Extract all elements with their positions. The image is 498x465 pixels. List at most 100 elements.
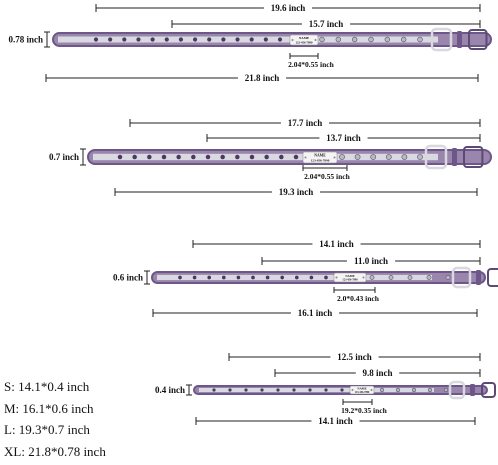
collar-m-top-length: 14.1 inch	[192, 237, 481, 250]
collar-xl-hole	[263, 37, 268, 42]
collar-s-hole	[228, 388, 232, 392]
collar-l-keeper	[452, 148, 457, 166]
collar-l-d-ring	[463, 146, 484, 168]
size-list-item-m: M: 16.1*0.6 inch	[4, 400, 94, 416]
collar-xl-stud	[319, 36, 325, 43]
collar-s-plate-size: 19.2*0.35 inch	[341, 399, 388, 415]
collar-xl-stud	[351, 36, 358, 43]
collar-s-stud	[379, 387, 385, 393]
collar-s-total-length-label-bg	[311, 414, 360, 427]
collar-m-mid-length: 11.0 inch	[261, 254, 481, 267]
collar-l-width-label: 0.7 inch	[49, 152, 79, 162]
collar-s-hole	[276, 388, 280, 392]
collar-m-width: 0.6 inch	[113, 270, 150, 285]
collar-xl-stud	[417, 36, 423, 43]
collar-l-stud	[339, 154, 345, 160]
collar-s-top-length-label-bg	[330, 350, 379, 363]
collar-s-plate-name: NAME	[357, 386, 366, 390]
collar-xl-hole	[93, 37, 99, 42]
collar-m-mid-length-label: 11.0 inch	[354, 256, 388, 266]
collar-s-width: 0.4 inch	[155, 384, 192, 396]
size-list-item-s: S: 14.1*0.4 inch	[4, 379, 90, 394]
collar-l-hole	[191, 154, 196, 160]
collar-s-hole	[212, 388, 216, 392]
collar-m-total-length-label: 16.1 inch	[298, 308, 333, 318]
collar-s-hole	[260, 388, 264, 392]
collar-l-total-length-label-bg	[271, 185, 321, 198]
collar-l-name-plate	[302, 151, 338, 164]
collar-xl-hole	[192, 37, 198, 42]
collar-xl-total-length: 21.8 inch	[45, 71, 479, 84]
collar-xl-plate-rivet-left	[291, 39, 294, 41]
collar-l-stud	[401, 154, 408, 160]
collar-l-stud	[370, 154, 377, 160]
collar-s-d-ring	[481, 382, 496, 398]
collar-xl-buckle	[430, 27, 453, 52]
collar-xl-stud	[400, 36, 407, 43]
collar-xl-plate-name: NAME	[299, 36, 310, 40]
collar-l-plate-rivet-left	[304, 156, 307, 159]
collar-s-plate-rivet-left	[351, 389, 354, 391]
collar-xl-d-ring	[468, 29, 488, 50]
collar-l-hole	[249, 154, 255, 160]
collar-m-mid-length-label-bg	[346, 254, 396, 267]
collar-m-hole	[251, 275, 255, 280]
collar-s-keeper	[470, 384, 475, 396]
collar-l-plate-rivet-right	[333, 156, 336, 159]
collar-l-hole	[279, 154, 284, 160]
collar-l-hole	[132, 154, 137, 160]
collar-xl-hole	[108, 37, 113, 42]
collar-m-plate-rivet-left	[335, 276, 338, 279]
collar-l-mid-length-label: 13.7 inch	[326, 133, 361, 143]
collar-s-width-label: 0.4 inch	[155, 385, 185, 395]
collar-m-plate-size-label: 2.0*0.43 inch	[337, 294, 380, 303]
collar-xl-hole	[178, 37, 184, 42]
collar-m-stud	[369, 275, 375, 280]
collar-l-plate-size: 2.04*0.55 inch	[302, 165, 351, 181]
collar-s-name-plate	[349, 385, 375, 395]
collar-m-hole	[178, 275, 182, 280]
collar-s-stud	[395, 387, 401, 393]
collar-xl-reflective-strip	[58, 36, 438, 43]
collar-xl-width-label: 0.78 inch	[8, 35, 43, 45]
collar-xl-stud	[384, 36, 391, 43]
collar-xl-hole	[235, 37, 240, 42]
collar-m-total-length: 16.1 inch	[152, 306, 478, 319]
collar-m-d-ring	[487, 268, 498, 287]
collar-s-hole	[324, 388, 328, 392]
collar-l-hole	[147, 154, 152, 160]
collar-xl-plate-size: 2.04*0.55 inch	[288, 53, 335, 69]
collar-s-mid-length-label-bg	[355, 366, 400, 379]
collar-l-top-length-label-bg	[280, 116, 330, 129]
collar-s-buckle	[448, 380, 466, 400]
collar-s-hole	[308, 388, 312, 392]
collar-xl-hole	[150, 37, 155, 42]
collar-m-hole	[294, 275, 299, 280]
collar-s-reflective-strip	[199, 388, 434, 392]
collar-m-hole	[221, 275, 226, 280]
collar-xl-hole	[249, 37, 254, 42]
collar-s-total-length: 14.1 inch	[195, 414, 476, 427]
collar-l-plate-name: NAME	[314, 154, 326, 158]
collar-l-width: 0.7 inch	[49, 148, 86, 166]
collar-s-plate-rivet-right	[370, 389, 373, 391]
collar-m-width-label: 0.6 inch	[113, 273, 143, 283]
collar-xl-total-length-label: 21.8 inch	[245, 73, 280, 83]
collar-l-mid-length: 13.7 inch	[206, 131, 481, 144]
collar-m-plate-name: NAME	[345, 274, 354, 278]
collar-s-mid-length: 9.8 inch	[274, 366, 481, 379]
collar-l-stud	[385, 154, 392, 160]
collar-xl-mid-length-label-bg	[301, 17, 351, 30]
collar-m-hole	[280, 275, 285, 280]
collar-xl-hole	[164, 37, 169, 42]
collar-m-name-plate	[333, 272, 367, 283]
collar-m-hole	[236, 275, 241, 280]
collar-l-stud	[417, 154, 423, 160]
collar-xl-plate-size-label: 2.04*0.55 inch	[288, 60, 334, 69]
collar-xl-hole	[277, 37, 283, 42]
collar-l-hole	[161, 154, 167, 160]
collar-l-top-length: 17.7 inch	[129, 116, 481, 129]
collar-l-hole	[220, 154, 225, 160]
